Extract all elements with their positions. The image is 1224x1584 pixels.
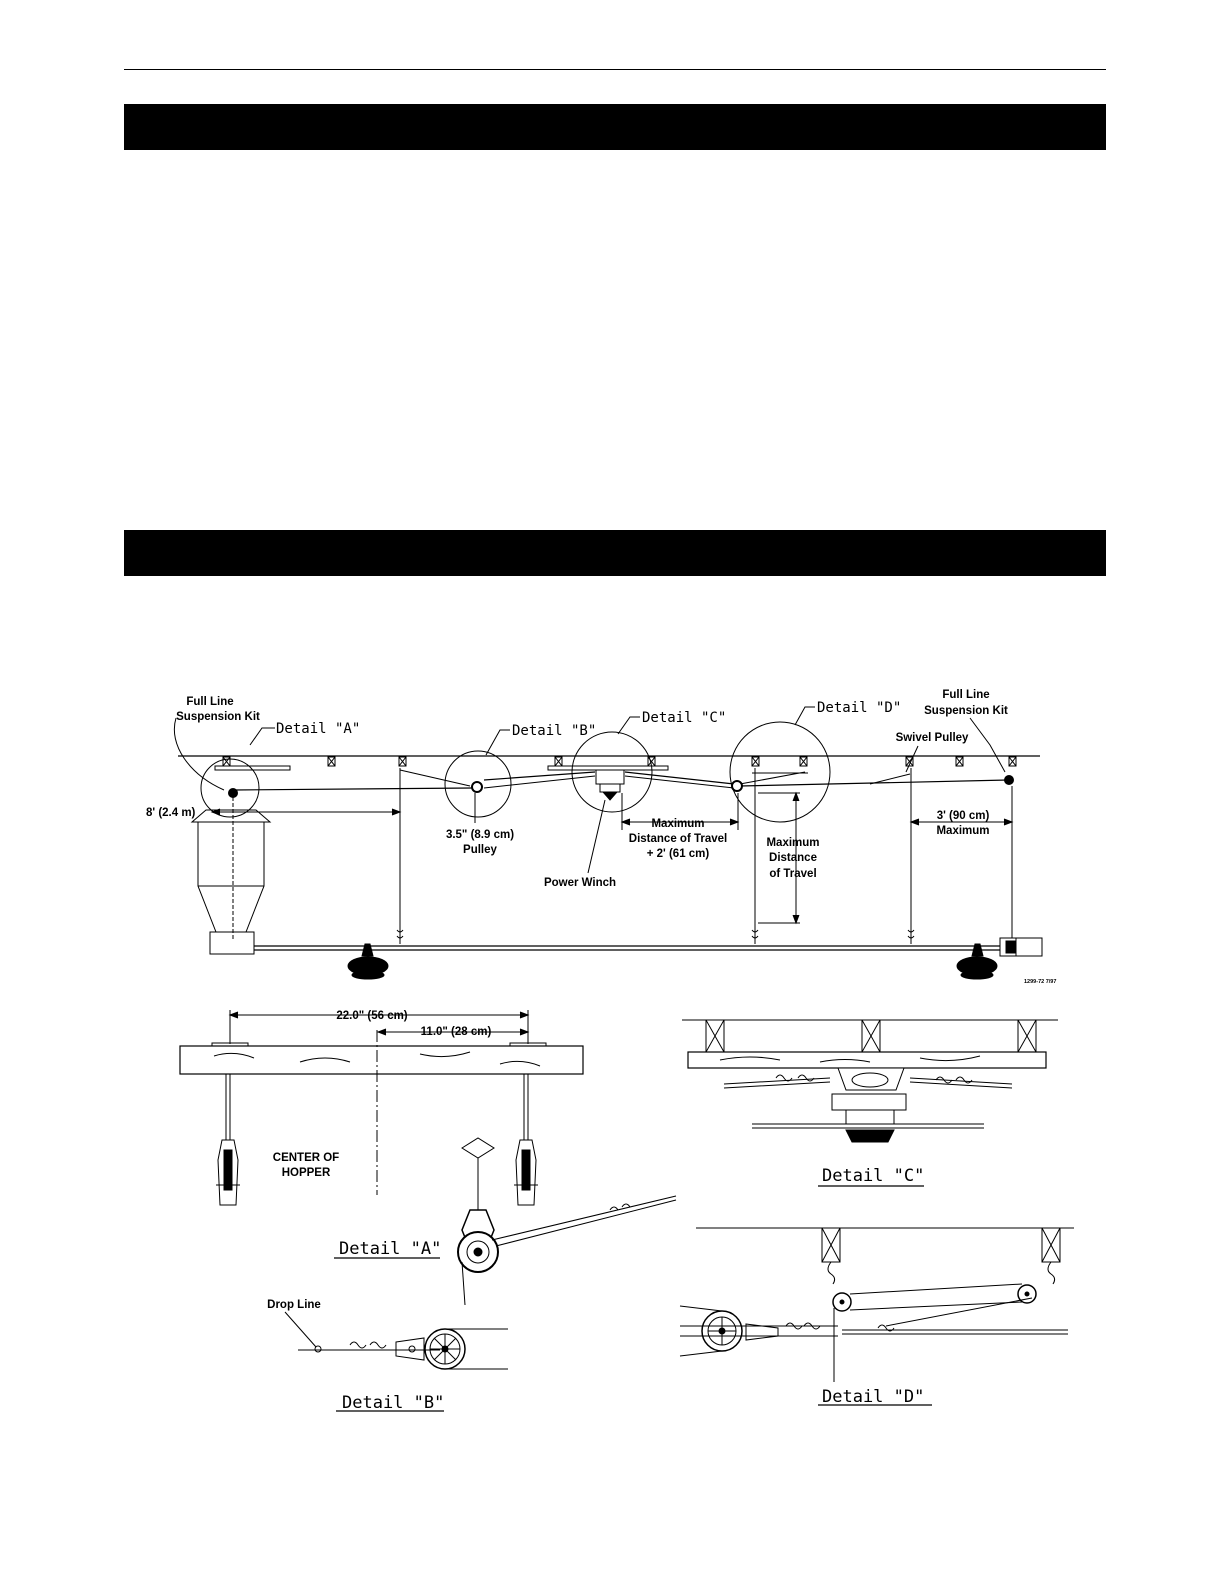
detail-b-title: Detail "B" — [342, 1393, 444, 1413]
detail-c-drawing — [682, 1019, 1058, 1187]
detail-d-ref: Detail "D" — [817, 700, 901, 716]
pulley-size-label: 3.5" (8.9 cm) — [446, 829, 514, 841]
overview-drawing — [174, 706, 1043, 980]
eight-feet-dimension: 8' (2.4 m) — [146, 807, 196, 819]
detail-d-title: Detail "D" — [822, 1387, 924, 1407]
full-line-kit-left-line1: Full Line — [186, 696, 233, 708]
section-header-bar-1 — [124, 104, 1106, 150]
detail-b-ref: Detail "B" — [512, 723, 596, 739]
max-travel-line2: Distance — [769, 852, 817, 864]
detail-c-title: Detail "C" — [822, 1166, 924, 1186]
detail-d-drawing — [679, 1227, 1074, 1406]
dim-22-label: 22.0" (56 cm) — [336, 1010, 407, 1022]
three-feet-max-label: Maximum — [936, 825, 989, 837]
power-winch-label: Power Winch — [544, 877, 616, 889]
detail-c-ref: Detail "C" — [642, 710, 726, 726]
max-travel-line3: of Travel — [769, 868, 816, 880]
header-rule — [124, 69, 1106, 70]
section-header-bar-2 — [124, 530, 1106, 576]
detail-b-drawing — [284, 1311, 508, 1412]
center-hopper-line1: CENTER OF — [273, 1152, 339, 1164]
detail-a-ref: Detail "A" — [276, 721, 360, 737]
pan-feeder-right — [956, 943, 998, 980]
dim-11-label: 11.0" (28 cm) — [421, 1026, 492, 1038]
drawing-number: 1299-72 7/97 — [1024, 979, 1056, 985]
max-travel-plus-line3: + 2' (61 cm) — [647, 848, 710, 860]
full-line-kit-left-line2: Suspension Kit — [176, 711, 260, 723]
detail-a-drawing — [179, 1010, 677, 1306]
full-line-kit-right-line1: Full Line — [942, 689, 989, 701]
pan-feeder-left — [347, 943, 389, 980]
max-travel-line1: Maximum — [766, 837, 819, 849]
pulley-label: Pulley — [463, 844, 497, 856]
full-line-kit-right-line2: Suspension Kit — [924, 705, 1008, 717]
detail-a-title: Detail "A" — [339, 1239, 441, 1259]
center-hopper-line2: HOPPER — [282, 1167, 331, 1179]
swivel-pulley-label: Swivel Pulley — [896, 732, 969, 744]
three-feet-dimension: 3' (90 cm) — [937, 810, 990, 822]
drop-line-label: Drop Line — [267, 1299, 321, 1311]
max-travel-plus-line2: Distance of Travel — [629, 833, 727, 845]
max-travel-plus-line1: Maximum — [651, 818, 704, 830]
